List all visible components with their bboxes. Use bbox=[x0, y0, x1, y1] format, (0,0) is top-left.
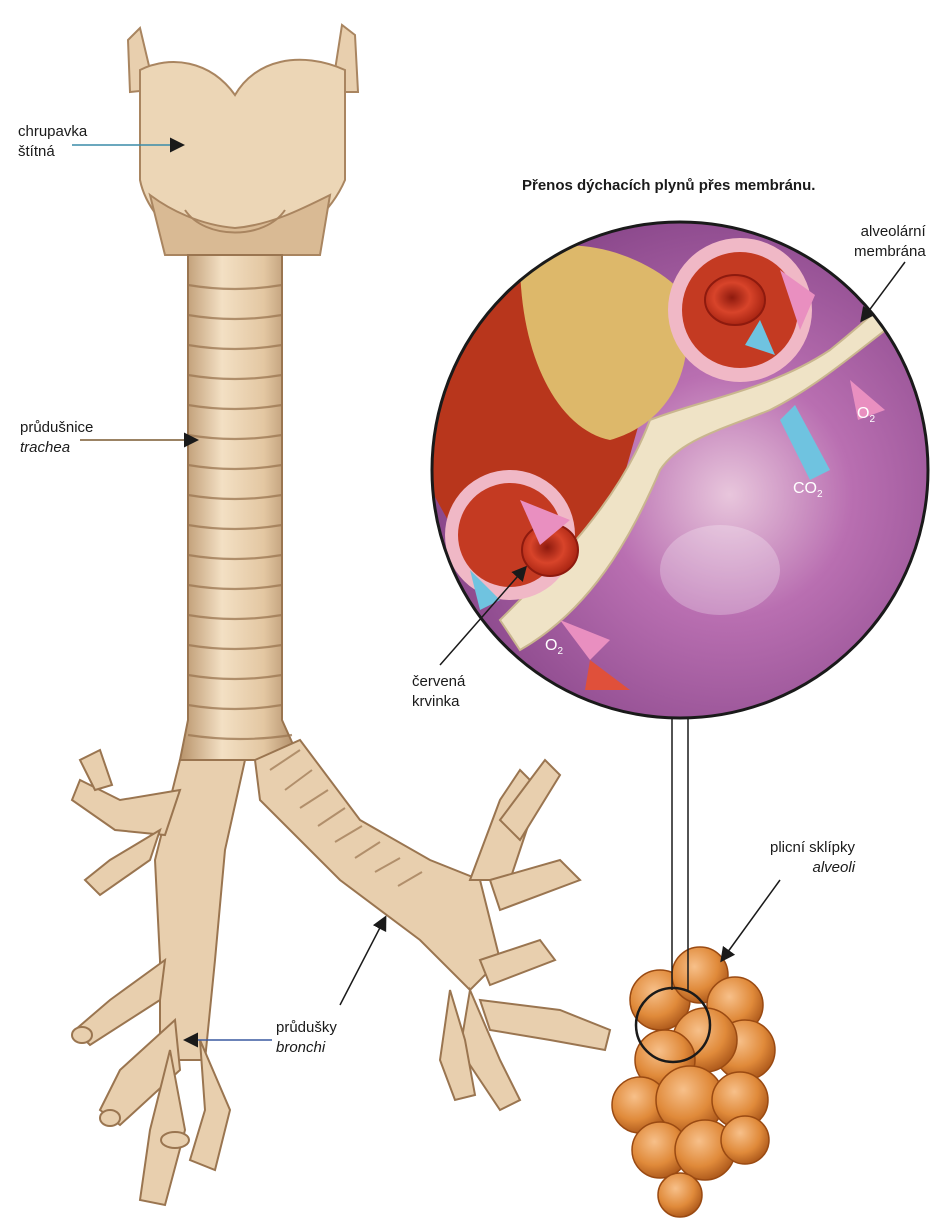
label-trachea-line2: trachea bbox=[20, 438, 93, 458]
gas-co2-main: CO bbox=[793, 480, 817, 497]
label-trachea-line1: průdušnice bbox=[20, 418, 93, 438]
label-bronchi-line1: průdušky bbox=[276, 1018, 337, 1038]
label-alveolar-membrane-line2: membrána bbox=[854, 242, 926, 262]
gas-co2: CO2 bbox=[793, 480, 823, 500]
gas-o2-upper: O2 bbox=[857, 405, 875, 425]
gas-o2-lower-main: O bbox=[545, 637, 557, 654]
magnified-view bbox=[420, 222, 940, 718]
left-bronchial-tree bbox=[72, 750, 245, 1205]
label-red-blood-cell-line1: červená bbox=[412, 672, 465, 692]
label-bronchi: průdušky bronchi bbox=[276, 1018, 337, 1058]
gas-o2-lower: O2 bbox=[545, 637, 563, 657]
gas-o2-upper-sub: 2 bbox=[869, 414, 875, 425]
gas-co2-sub: 2 bbox=[817, 489, 823, 500]
label-bronchi-line2: bronchi bbox=[276, 1038, 337, 1058]
label-trachea: průdušnice trachea bbox=[20, 418, 93, 458]
gas-o2-upper-main: O bbox=[857, 405, 869, 422]
label-alveoli: plicní sklípky alveoli bbox=[770, 838, 855, 878]
larynx bbox=[128, 25, 358, 255]
label-thyroid-cartilage-line1: chrupavka bbox=[18, 122, 87, 142]
trachea-tube bbox=[180, 255, 300, 760]
label-alveolar-membrane-line1: alveolární bbox=[854, 222, 926, 242]
connector-lines bbox=[672, 718, 688, 990]
gas-o2-lower-sub: 2 bbox=[557, 646, 563, 657]
label-alveoli-line2: alveoli bbox=[770, 858, 855, 878]
label-alveoli-line1: plicní sklípky bbox=[770, 838, 855, 858]
label-alveolar-membrane: alveolární membrána bbox=[854, 222, 926, 262]
label-red-blood-cell-line2: krvinka bbox=[412, 692, 465, 712]
diagram-title: Přenos dýchacích plynů přes membránu. bbox=[522, 177, 815, 194]
label-thyroid-cartilage: chrupavka štítná bbox=[18, 122, 87, 162]
label-red-blood-cell: červená krvinka bbox=[412, 672, 465, 712]
alveoli-cluster bbox=[612, 947, 775, 1217]
label-thyroid-cartilage-line2: štítná bbox=[18, 142, 87, 162]
